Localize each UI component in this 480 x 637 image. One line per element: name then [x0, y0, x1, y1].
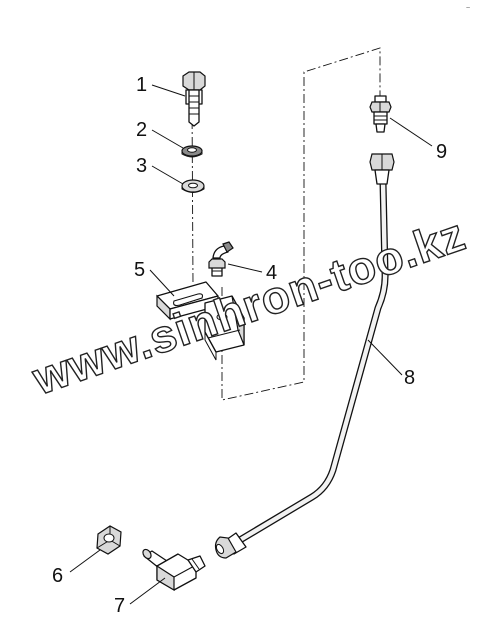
callout-5: 5 [134, 259, 145, 281]
flat-washer-part [181, 179, 205, 193]
leader-lines [69, 84, 433, 605]
elbow-fitting-part [142, 548, 206, 592]
corner-mark: ~ [466, 5, 470, 12]
callout-7: 7 [114, 595, 125, 617]
bolt-part [182, 71, 206, 127]
callout-9: 9 [436, 141, 447, 163]
callout-6: 6 [52, 565, 63, 587]
adapter-fitting-part [369, 95, 392, 133]
nut-part [96, 525, 122, 555]
callout-4: 4 [266, 262, 277, 284]
callout-1: 1 [136, 74, 147, 96]
grease-fitting-part [208, 241, 234, 277]
callout-2: 2 [136, 119, 147, 141]
callouts: 1 2 3 4 5 6 7 8 9 [52, 74, 447, 617]
callout-8: 8 [404, 367, 415, 389]
tube-part [214, 153, 395, 559]
bracket-part [156, 281, 245, 361]
callout-3: 3 [136, 155, 147, 177]
assembly-lines [191, 47, 381, 401]
lock-washer-part [181, 145, 203, 158]
